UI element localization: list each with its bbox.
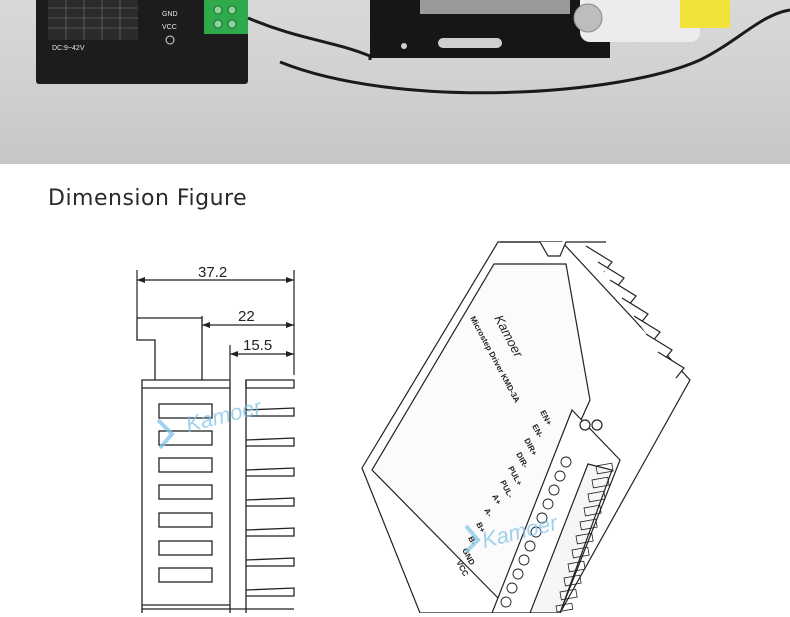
watermark-brand-left: Kamoer bbox=[183, 394, 265, 437]
product-photo-art: DC:9~42V GND VCC bbox=[36, 0, 790, 95]
driver-spec-table bbox=[48, 0, 138, 40]
product-photo: DC:9~42V GND VCC bbox=[0, 0, 790, 164]
terminal-label-8: B+ bbox=[474, 521, 487, 535]
terminal-label-9: B- bbox=[466, 535, 478, 547]
bracket-slot bbox=[438, 38, 502, 48]
terminal-screws bbox=[500, 456, 572, 608]
dimension-drawing: 37.2 22 15.5 bbox=[0, 164, 790, 614]
dim-label-mid: 22 bbox=[238, 308, 255, 325]
isometric-device bbox=[361, 241, 691, 614]
terminal-block bbox=[204, 0, 248, 34]
dimension-drawing-svg: 37.2 22 15.5 bbox=[136, 241, 691, 614]
dim-label-overall: 37.2 bbox=[198, 264, 227, 281]
pump-body bbox=[580, 0, 700, 42]
kamoer-logo-icon bbox=[156, 418, 175, 450]
driver-vcc-label: VCC bbox=[162, 24, 177, 31]
driver-dc-label: DC:9~42V bbox=[52, 45, 85, 52]
terminal-label-7: A- bbox=[482, 507, 494, 519]
terminal-slots bbox=[555, 462, 614, 613]
terminal-label-6: A+ bbox=[490, 493, 503, 507]
wire-right bbox=[279, 8, 790, 95]
pump-tape bbox=[680, 0, 730, 28]
dim-label-fin: 15.5 bbox=[243, 337, 272, 354]
kamoer-logo-icon-right bbox=[464, 524, 481, 554]
side-profile bbox=[136, 317, 295, 613]
driver-pot bbox=[165, 35, 175, 45]
wire-left bbox=[247, 16, 372, 60]
section-heading: Dimension Figure bbox=[48, 186, 248, 211]
driver-gnd-label: GND bbox=[162, 11, 178, 18]
